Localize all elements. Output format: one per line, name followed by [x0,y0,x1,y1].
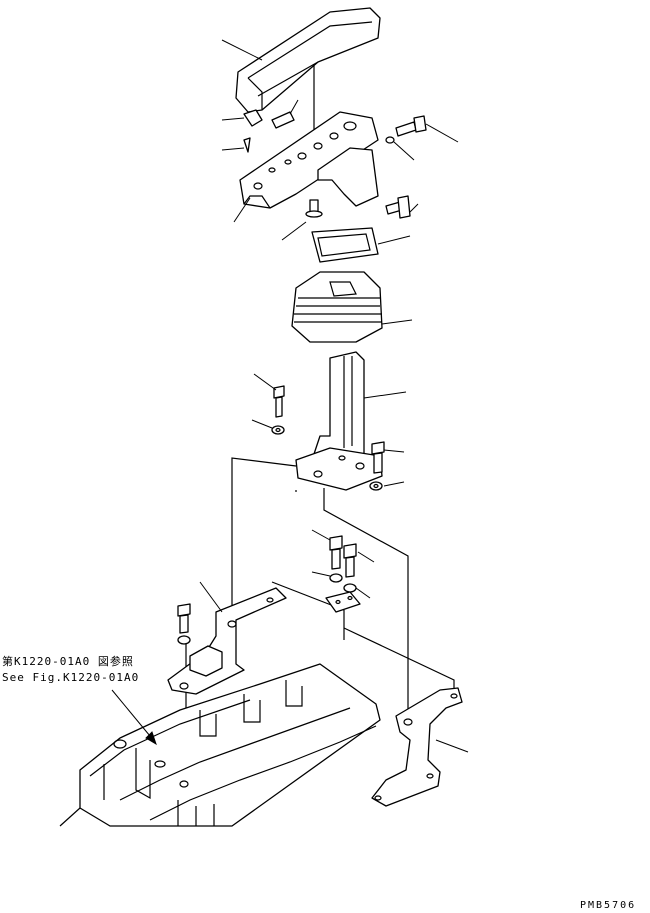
reference-leader [111,689,157,746]
mount-plate-right [371,687,469,807]
bolt-right-top [385,115,459,161]
bolt-pair-center [311,529,375,613]
bolt-far-left [177,603,191,645]
bolt-right-bracket [369,441,405,491]
bolt-right-mid [385,195,419,219]
bolt-left [251,373,285,435]
bolt-center [281,199,323,241]
reference-label-english: See Fig.K1220-01A0 [2,671,140,684]
cover-plate [311,227,411,263]
armrest-bracket [233,111,379,223]
lever-bracket [295,351,407,491]
rubber-boot [291,271,413,343]
mount-plate-left [167,581,287,695]
drawing-code: PMB5706 [580,900,637,911]
armrest-pad [221,7,381,113]
screw-set-left [221,99,299,153]
console-frame [59,663,381,827]
reference-label-japanese: 第K1220-01A0 図参照 [2,655,134,668]
